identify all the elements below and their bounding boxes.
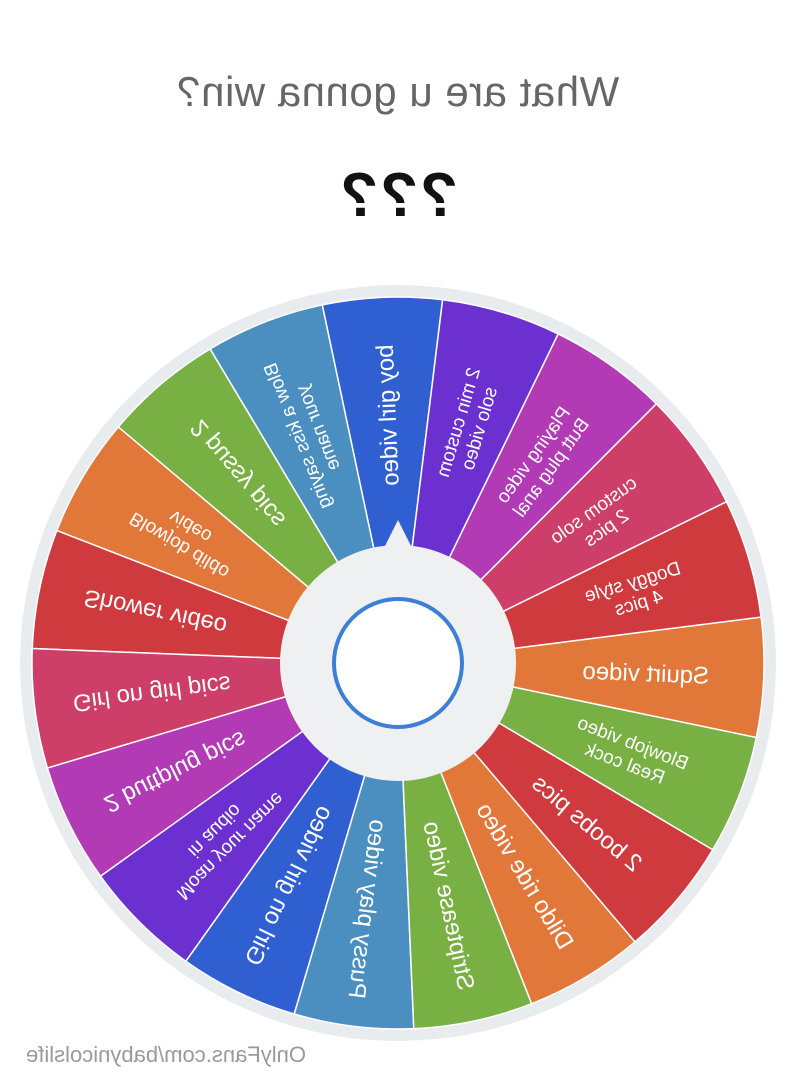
segment-label-line: Squirt video <box>582 658 710 690</box>
segment-label: Squirt video <box>582 658 710 690</box>
segment-label: boy girl video <box>372 344 405 486</box>
watermark: OnlyFans.com/babynicolslife <box>25 1042 306 1067</box>
pointer-icon <box>384 520 412 548</box>
spin-button[interactable] <box>332 597 464 729</box>
segment-label-line: boy girl video <box>372 344 405 486</box>
